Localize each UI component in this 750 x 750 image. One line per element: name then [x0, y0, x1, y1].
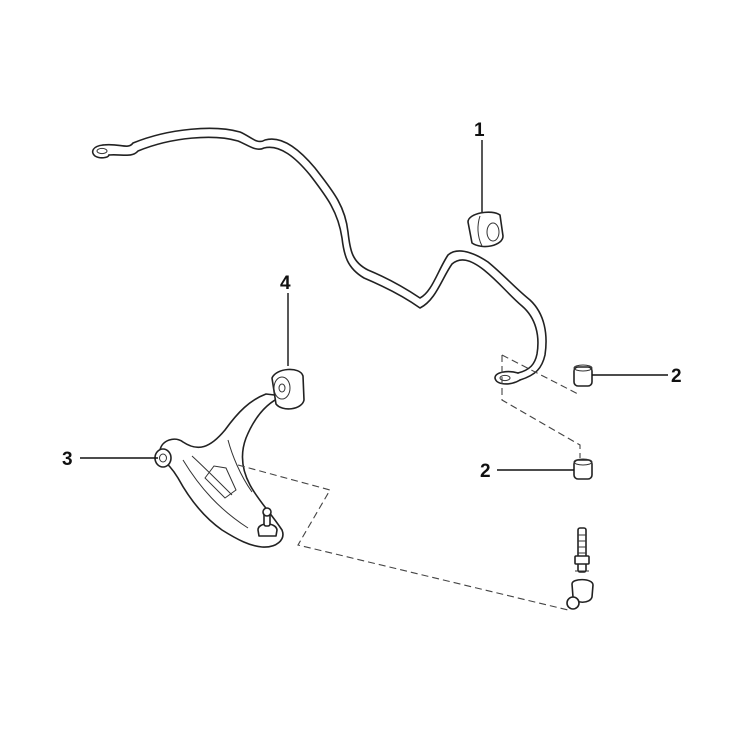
assembly-guide-lines: [237, 354, 581, 611]
stabilizer-link: [566, 527, 594, 610]
callout-4: 4: [280, 273, 291, 294]
callout-3: 3: [62, 449, 73, 470]
control-arm-rear-bushing: [271, 368, 305, 410]
callout-2-lower: 2: [480, 461, 491, 482]
callout-1: 1: [474, 120, 485, 141]
stabilizer-bar: [91, 127, 547, 385]
lower-control-arm: [154, 393, 284, 548]
callout-2-upper: 2: [671, 366, 682, 387]
callout-leaders: [80, 140, 668, 471]
link-bushing-lower: [573, 458, 593, 480]
link-bushing-upper: [573, 364, 593, 387]
stabilizer-bushing: [467, 211, 504, 248]
